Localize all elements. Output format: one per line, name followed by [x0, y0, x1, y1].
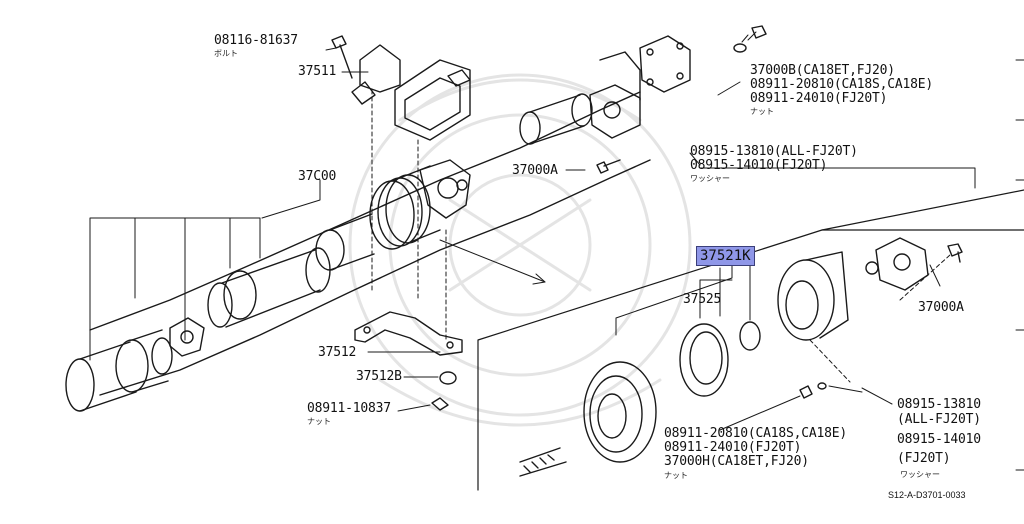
part-08915-13810-right: 08915-13810 — [897, 397, 981, 412]
part-08915-14010-right: 08915-14010 — [897, 432, 981, 447]
part-37525: 37525 — [683, 292, 722, 307]
part-08911-24010-top: 08911-24010(FJ20T) — [750, 91, 888, 106]
part-37511: 37511 — [298, 64, 337, 79]
part-08915-14010-top: 08915-14010(FJ20T) — [690, 158, 828, 173]
part-08915-13810-top: 08915-13810(ALL-FJ20T) — [690, 144, 858, 159]
part-37512b: 37512B — [356, 369, 402, 384]
part-37000a-right: 37000A — [918, 300, 964, 315]
propeller-shaft — [65, 35, 691, 412]
part-37000: 37C00 — [298, 169, 337, 184]
label-fj20t: (FJ20T) — [897, 451, 951, 466]
leader-lines — [89, 31, 976, 431]
label-all-fj20t: (ALL-FJ20T) — [897, 412, 981, 427]
part-37521k-highlight[interactable]: 37521K — [696, 246, 755, 266]
washer-jp-label-right: ワッシャー — [900, 470, 940, 479]
part-37512: 37512 — [318, 345, 357, 360]
bolt-jp-label: ボルト — [214, 49, 238, 58]
lower-bracket — [354, 311, 463, 411]
part-37000b: 37000B(CA18ET,FJ20) — [750, 63, 895, 78]
document-code: S12-A-D3701-0033 — [888, 490, 966, 500]
bolts-nuts — [331, 25, 963, 399]
edge-marks — [1015, 59, 1024, 471]
part-37000a-mid: 37000A — [512, 163, 558, 178]
part-08911-20810-bottom: 08911-20810(CA18S,CA18E) — [664, 426, 848, 441]
center-bearing-bracket — [351, 44, 471, 141]
nut-jp-label-top: ナット — [750, 107, 774, 116]
inset-panel — [477, 189, 1024, 491]
nut-jp-label-left: ナット — [307, 417, 331, 426]
nut-jp-label-bottom: ナット — [664, 471, 688, 480]
part-08911-10837: 08911-10837 — [307, 401, 391, 416]
washer-jp-label-top: ワッシャー — [690, 174, 730, 183]
watermark-emblem — [348, 73, 692, 427]
part-08911-24010-bottom: 08911-24010(FJ20T) — [664, 440, 802, 455]
part-08116-81637: 08116-81637 — [214, 33, 298, 48]
part-08911-20810-top: 08911-20810(CA18S,CA18E) — [750, 77, 934, 92]
part-37000h: 37000H(CA18ET,FJ20) — [664, 454, 809, 469]
